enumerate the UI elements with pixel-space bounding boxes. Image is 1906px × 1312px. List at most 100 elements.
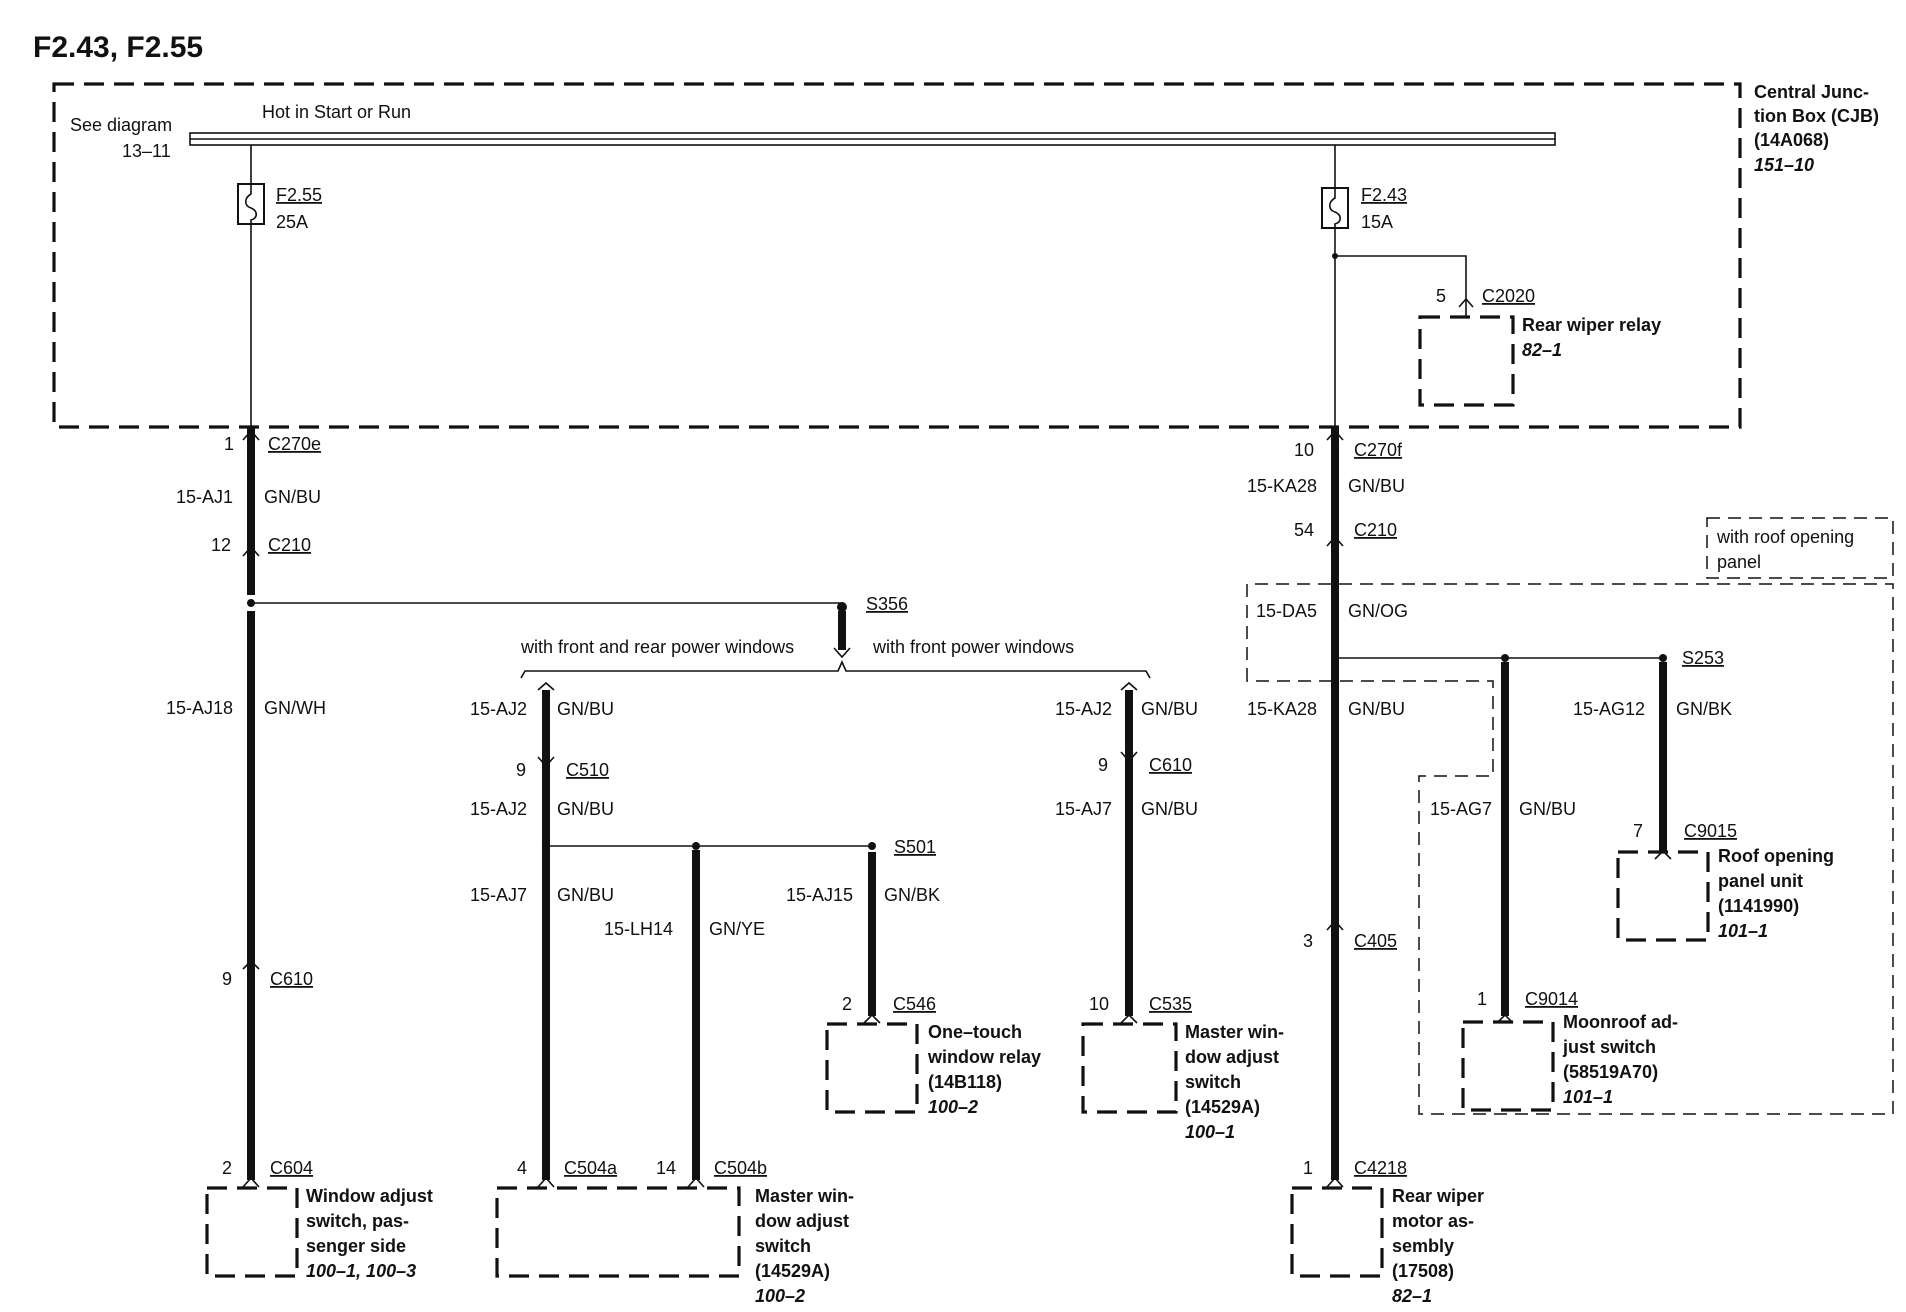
c405-pin: 3: [1303, 931, 1313, 951]
roof-panel-unit-box: [1616, 850, 1710, 942]
moonroof-switch-line2: just switch: [1562, 1037, 1656, 1057]
f-wire-a-color: GN/BU: [1141, 699, 1198, 719]
one-touch-relay-line1: One–touch: [928, 1022, 1022, 1042]
c210-left-connector: C210: [268, 535, 311, 555]
master-switch-rear-line1: Master win-: [755, 1186, 854, 1206]
mr-wire-b-color: GN/BU: [1519, 799, 1576, 819]
mr-wire-a: 15-AG12: [1573, 699, 1645, 719]
c510-pin: 9: [516, 760, 526, 780]
left-wire1-color: GN/BU: [264, 487, 321, 507]
rear-wiper-motor-box: [1290, 1186, 1384, 1278]
c504a-pin: 4: [517, 1158, 527, 1178]
right-wire1: 15-KA28: [1247, 476, 1317, 496]
window-switch-passenger-line2: switch, pas-: [306, 1211, 409, 1231]
rear-wiper-motor-line3: sembly: [1392, 1236, 1454, 1256]
f-wire-a: 15-AJ2: [1055, 699, 1112, 719]
s253-splice: [1659, 654, 1667, 662]
c610-front-pin: 9: [1098, 755, 1108, 775]
fuse-f243-name: F2.43: [1361, 185, 1407, 205]
rear-wiper-relay-connector: C2020: [1482, 286, 1535, 306]
fr-wire-b: 15-AJ2: [470, 799, 527, 819]
cjb-box: [52, 82, 1742, 429]
roof-panel-unit-part: (1141990): [1718, 896, 1799, 916]
fr-wire-a-color: GN/BU: [557, 699, 614, 719]
c504a-connector: C504a: [564, 1158, 618, 1178]
master-switch-front-ref: 100–1: [1185, 1122, 1235, 1142]
rear-wiper-motor-line2: motor as-: [1392, 1211, 1474, 1231]
see-diagram-label: See diagram: [70, 115, 172, 135]
see-diagram-ref: 13–11: [122, 141, 171, 161]
one-touch-relay-ref: 100–2: [928, 1097, 978, 1117]
window-switch-passenger-box: [205, 1186, 299, 1278]
master-switch-rear-part: (14529A): [755, 1261, 830, 1281]
c4218-pin: 1: [1303, 1158, 1313, 1178]
c546-pin: 2: [842, 994, 852, 1014]
c270e-connector: C270e: [268, 434, 321, 454]
one-touch-relay-box: [825, 1022, 919, 1114]
left-wire2-color: GN/WH: [264, 698, 326, 718]
c535-pin: 10: [1089, 994, 1109, 1014]
s356-option-right: with front power windows: [872, 637, 1074, 657]
fr-wire-c-color: GN/BU: [557, 885, 614, 905]
rear-wiper-relay-pin: 5: [1436, 286, 1446, 306]
c510-connector: C510: [566, 760, 609, 780]
c504b-connector: C504b: [714, 1158, 767, 1178]
s501-label: S501: [894, 837, 936, 857]
window-switch-passenger-line3: senger side: [306, 1236, 406, 1256]
c9014-connector: C9014: [1525, 989, 1578, 1009]
right-wire3: 15-KA28: [1247, 699, 1317, 719]
c610-left-pin: 9: [222, 969, 232, 989]
moonroof-switch-part: (58519A70): [1563, 1062, 1658, 1082]
c210-right-pin: 54: [1294, 520, 1314, 540]
roof-option-line2: panel: [1717, 552, 1761, 572]
s501-splice: [868, 842, 876, 850]
one-touch-relay-part: (14B118): [928, 1072, 1002, 1092]
c405-connector: C405: [1354, 931, 1397, 951]
c504b-pin: 14: [656, 1158, 676, 1178]
s356-splice: [837, 602, 847, 612]
f-wire-b: 15-AJ7: [1055, 799, 1112, 819]
s356-option-bracket: [520, 660, 1151, 679]
fr-wire-d-color: GN/YE: [709, 919, 765, 939]
fuse-f255-name: F2.55: [276, 185, 322, 205]
rear-wiper-motor-line1: Rear wiper: [1392, 1186, 1484, 1206]
roof-option-line1: with roof opening: [1716, 527, 1854, 547]
c4218-connector: C4218: [1354, 1158, 1407, 1178]
master-switch-front-part: (14529A): [1185, 1097, 1260, 1117]
rear-wiper-relay-box: [1418, 315, 1515, 407]
fr-wire-d: 15-LH14: [604, 919, 673, 939]
s356-label: S356: [866, 594, 908, 614]
master-switch-rear-box: [495, 1186, 741, 1278]
master-switch-rear-line2: dow adjust: [755, 1211, 849, 1231]
master-switch-front-line3: switch: [1185, 1072, 1241, 1092]
fr-wire-c: 15-AJ7: [470, 885, 527, 905]
roof-panel-unit-ref: 101–1: [1718, 921, 1768, 941]
fuse-f255-rating: 25A: [276, 212, 308, 232]
c604-pin: 2: [222, 1158, 232, 1178]
right-wire3-color: GN/BU: [1348, 699, 1405, 719]
rear-wiper-motor-ref: 82–1: [1392, 1286, 1432, 1306]
right-wire2: 15-DA5: [1256, 601, 1317, 621]
roof-option-region: [1246, 583, 1894, 1115]
master-switch-rear-line3: switch: [755, 1236, 811, 1256]
fr-wire-e-color: GN/BK: [884, 885, 940, 905]
rear-wiper-relay-ref: 82–1: [1522, 340, 1562, 360]
c210-left-pin: 12: [211, 535, 231, 555]
roof-panel-unit-line2: panel unit: [1718, 871, 1803, 891]
s253-label: S253: [1682, 648, 1724, 668]
roof-option-label-box: [1706, 517, 1894, 579]
c270e-pin: 1: [224, 434, 234, 454]
mr-wire-a-color: GN/BK: [1676, 699, 1732, 719]
window-switch-passenger-line1: Window adjust: [306, 1186, 433, 1206]
c9015-connector: C9015: [1684, 821, 1737, 841]
moonroof-switch-line1: Moonroof ad-: [1563, 1012, 1678, 1032]
c546-connector: C546: [893, 994, 936, 1014]
cjb-name-line2: tion Box (CJB): [1754, 106, 1879, 126]
left-wire2: 15-AJ18: [166, 698, 233, 718]
mr-wire-b: 15-AG7: [1430, 799, 1492, 819]
c604-connector: C604: [270, 1158, 313, 1178]
c535-connector: C535: [1149, 994, 1192, 1014]
page-title: F2.43, F2.55: [33, 31, 203, 64]
rear-wiper-relay-name: Rear wiper relay: [1522, 315, 1661, 335]
